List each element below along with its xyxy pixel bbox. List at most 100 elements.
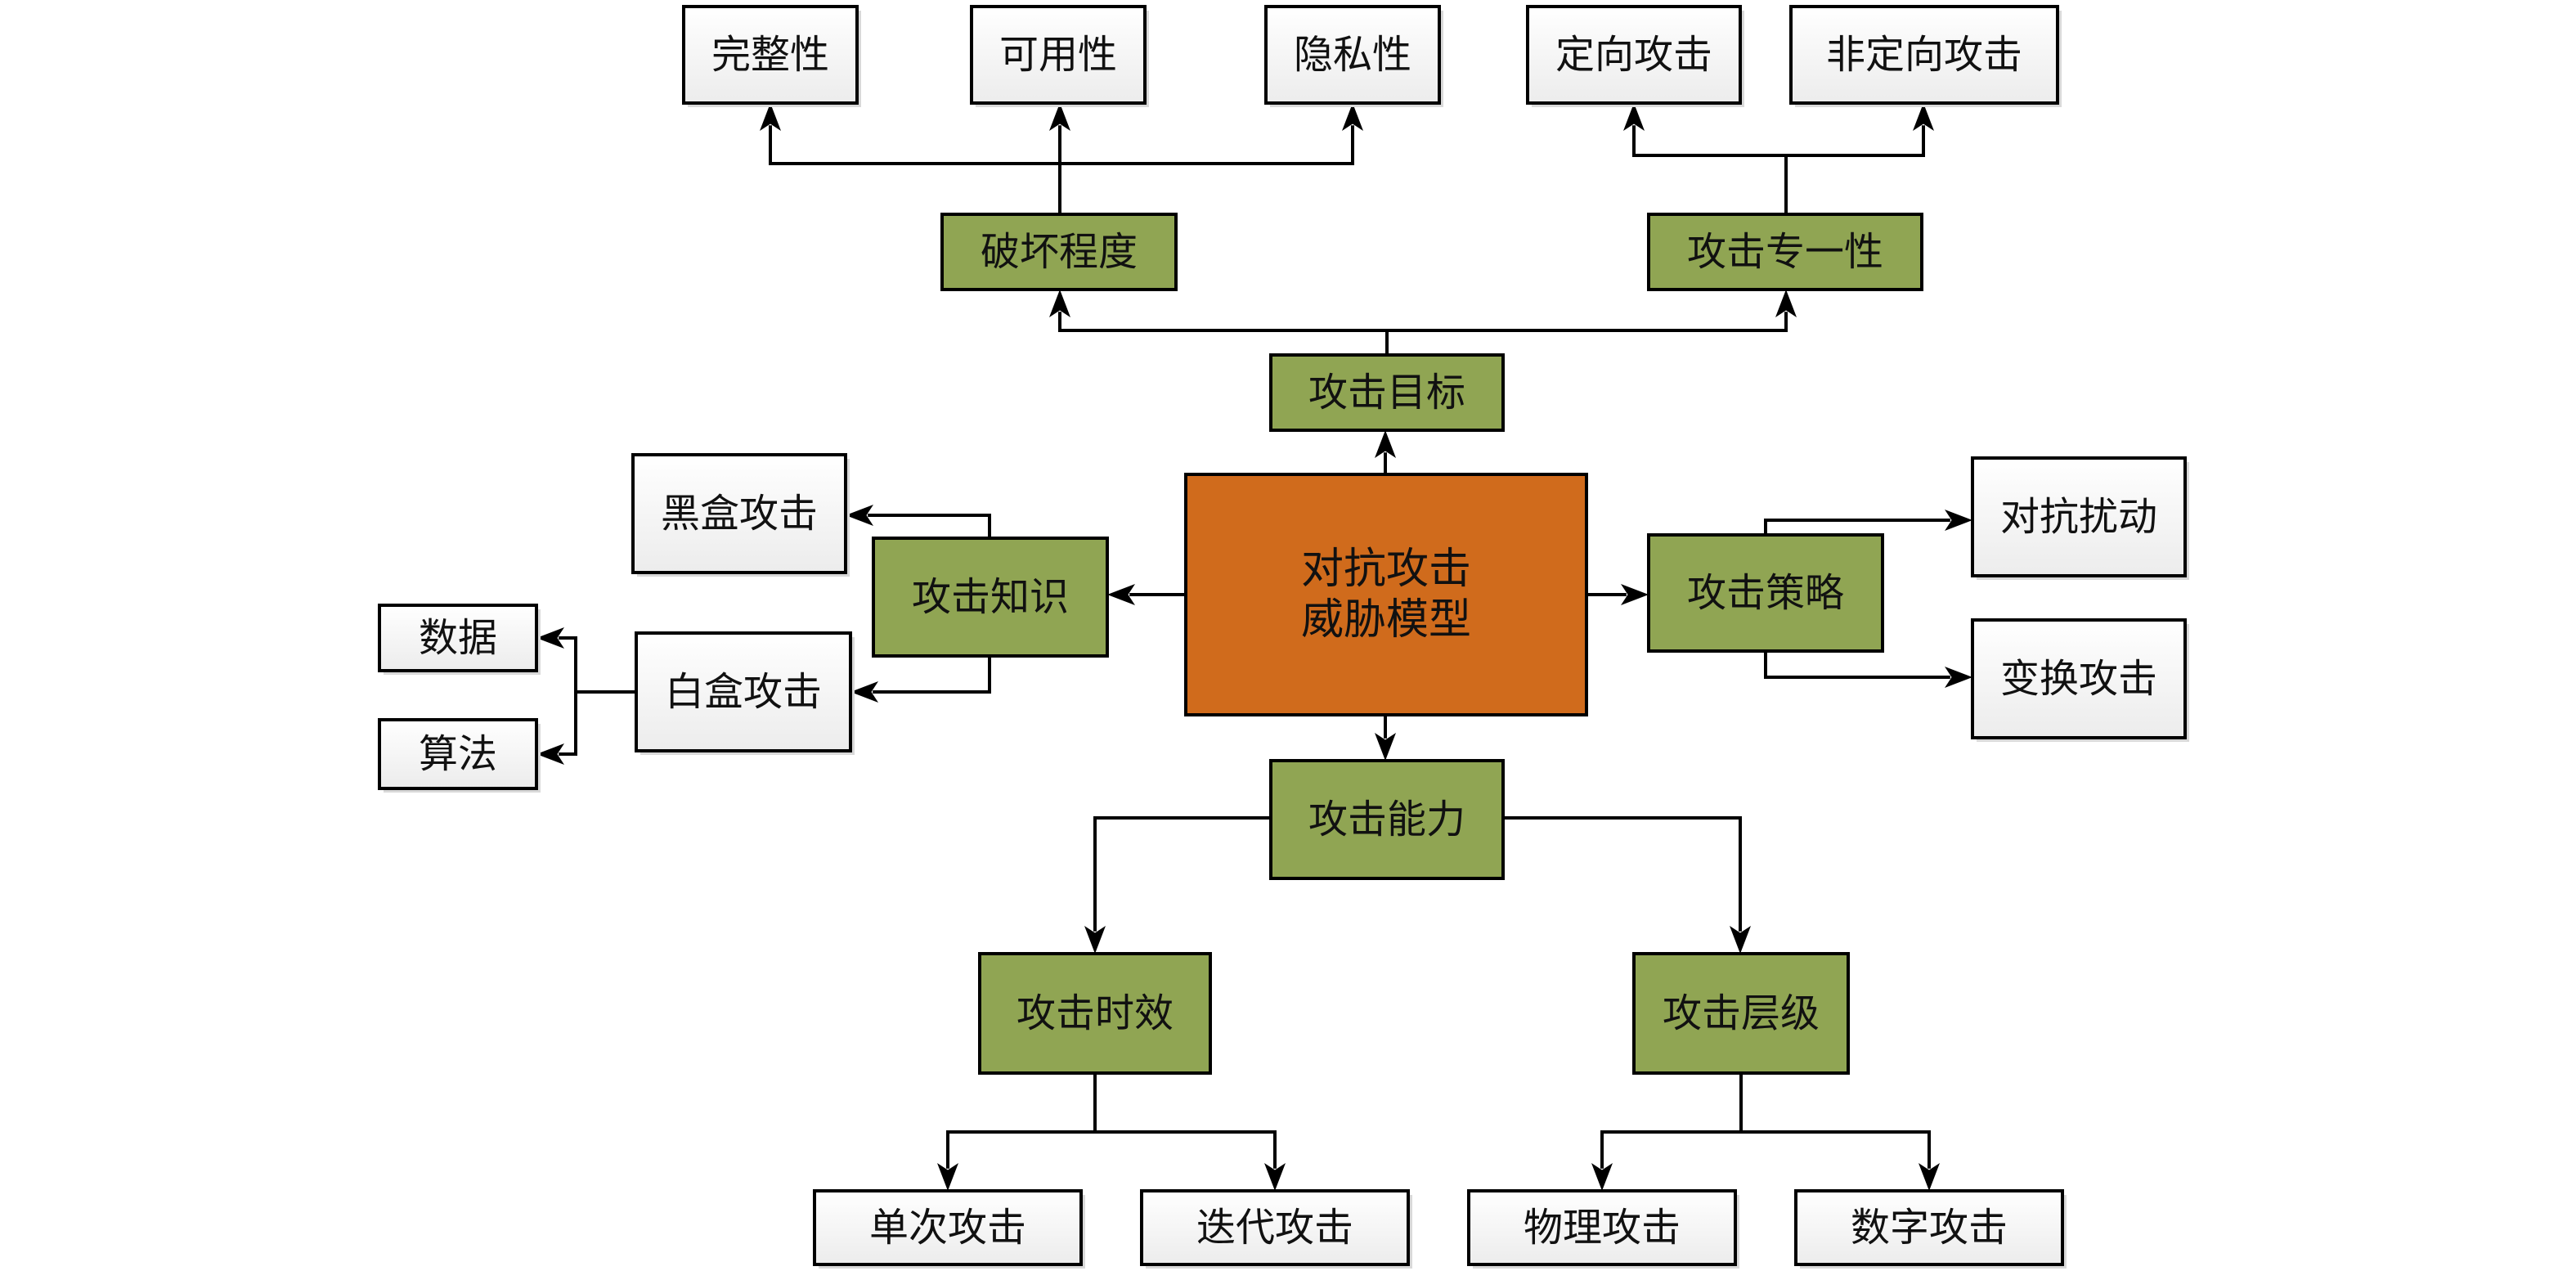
node-label: 物理攻击 [1524, 1205, 1681, 1251]
node-damage: 破坏程度 [940, 213, 1178, 291]
connector-timeliness-to-iterative [1093, 1073, 1286, 1191]
node-box [1467, 1189, 1737, 1266]
connector-damage-to-integrity [760, 103, 1061, 214]
connector-line [559, 636, 636, 694]
node-algorithm: 算法 [378, 718, 541, 793]
connector-center-to-strategy [1586, 584, 1649, 605]
node-level: 攻击层级 [1632, 952, 1850, 1075]
node-box [682, 5, 859, 105]
node-box [1647, 533, 1884, 653]
arrowhead-icon [1591, 1163, 1613, 1191]
connector-line [873, 656, 991, 694]
node-box [1632, 952, 1850, 1075]
connector-line [1058, 125, 1354, 214]
node-box [1140, 1189, 1410, 1266]
arrowhead-icon [1375, 733, 1396, 761]
edges-layer [536, 103, 1972, 1191]
node-knowledge: 攻击知识 [872, 537, 1109, 658]
connector-line [1739, 1073, 1931, 1169]
arrowhead-icon [1945, 667, 1972, 688]
node-label: 白盒攻击 [665, 669, 822, 715]
node-box [378, 604, 538, 672]
connector-center-to-capability [1375, 715, 1396, 761]
connector-line [769, 125, 1061, 214]
connector-whitebox-to-algorithm [536, 690, 636, 765]
connector-goal-to-damage [1049, 290, 1389, 355]
arrowhead-icon [1919, 1163, 1940, 1191]
arrowhead-icon [1049, 103, 1070, 131]
node-label: 攻击能力 [1308, 797, 1465, 842]
node-label: 攻击目标 [1308, 370, 1465, 415]
node-box [1971, 618, 2187, 739]
connector-line [1784, 125, 1925, 214]
connector-strategy-to-transform [1764, 651, 1972, 688]
node-transform: 变换攻击 [1971, 618, 2189, 742]
node-box [872, 537, 1109, 658]
connector-line [1385, 312, 1788, 355]
connector-knowledge-to-whitebox [850, 656, 991, 703]
node-iterative: 迭代攻击 [1140, 1189, 1412, 1269]
node-box [1789, 5, 2059, 105]
connector-line [1764, 519, 1950, 535]
node-label: 对抗攻击 [1301, 545, 1471, 594]
node-label: 攻击策略 [1687, 570, 1844, 616]
node-label: 攻击知识 [912, 574, 1069, 620]
node-specificity: 攻击专一性 [1647, 213, 1923, 291]
arrowhead-icon [1730, 926, 1751, 954]
connector-capability-to-level [1503, 816, 1751, 954]
node-box [1269, 353, 1505, 432]
connector-line [1764, 651, 1950, 679]
arrowhead-icon [1264, 1163, 1286, 1191]
connector-knowledge-to-blackbox [846, 505, 991, 538]
node-label: 迭代攻击 [1196, 1205, 1353, 1251]
node-box [1526, 5, 1742, 105]
arrowhead-icon [1107, 584, 1135, 605]
arrowhead-icon [1945, 510, 1972, 531]
node-box [378, 718, 538, 790]
node-targeted: 定向攻击 [1526, 5, 1744, 107]
connector-line [559, 690, 636, 756]
arrowhead-icon [1049, 290, 1070, 317]
node-box [1971, 456, 2187, 577]
connector-timeliness-to-single [937, 1073, 1097, 1191]
node-strategy: 攻击策略 [1647, 533, 1884, 653]
connector-center-to-goal [1375, 430, 1396, 474]
node-goal: 攻击目标 [1269, 353, 1505, 432]
node-whitebox: 白盒攻击 [635, 631, 855, 755]
node-box [631, 453, 847, 574]
connector-whitebox-to-data [536, 627, 636, 694]
arrowhead-icon [1084, 926, 1106, 954]
node-label: 威胁模型 [1301, 595, 1471, 644]
connector-level-to-digital [1739, 1073, 1940, 1191]
node-label: 攻击时效 [1016, 990, 1174, 1036]
node-untargeted: 非定向攻击 [1789, 5, 2062, 107]
node-box [1264, 5, 1441, 105]
arrowhead-icon [536, 627, 564, 649]
node-box [635, 631, 852, 752]
node-label: 定向攻击 [1555, 32, 1712, 78]
node-label: 变换攻击 [2000, 656, 2157, 702]
node-blackbox: 黑盒攻击 [631, 453, 850, 577]
node-box [940, 213, 1178, 291]
node-box [1647, 213, 1923, 291]
node-physical: 物理攻击 [1467, 1189, 1739, 1269]
node-capability: 攻击能力 [1269, 759, 1505, 880]
arrowhead-icon [760, 103, 781, 131]
node-box [813, 1189, 1083, 1266]
arrowhead-icon [1621, 584, 1649, 605]
node-timeliness: 攻击时效 [978, 952, 1212, 1075]
node-label: 非定向攻击 [1826, 32, 2022, 78]
connector-line [868, 514, 991, 538]
node-single: 单次攻击 [813, 1189, 1085, 1269]
node-availability: 可用性 [970, 5, 1149, 107]
node-privacy: 隐私性 [1264, 5, 1443, 107]
node-box [1794, 1189, 2064, 1266]
node-label: 可用性 [999, 32, 1117, 78]
node-label: 隐私性 [1294, 32, 1411, 78]
connector-line [1093, 1073, 1277, 1169]
node-label: 算法 [419, 731, 497, 777]
node-box [1184, 473, 1588, 716]
